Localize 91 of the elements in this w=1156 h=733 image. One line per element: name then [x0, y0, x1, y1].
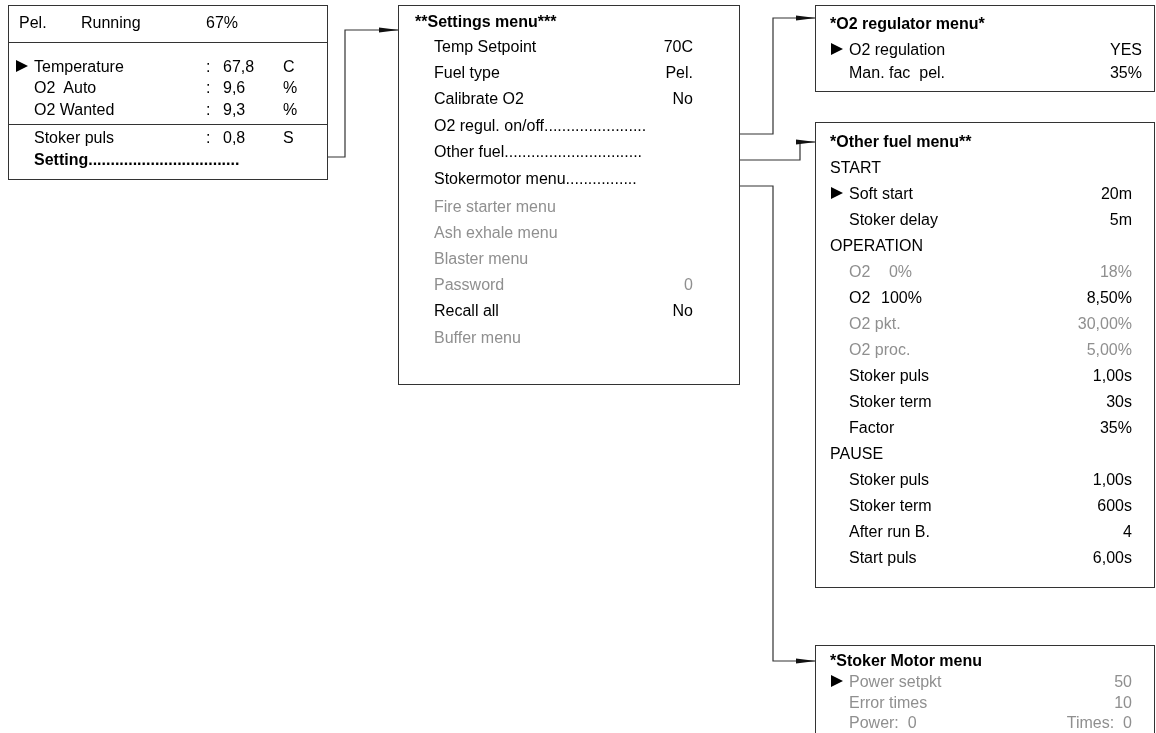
menu-item-value: S [283, 127, 294, 147]
menu-item-value: 0 [684, 274, 693, 294]
menu-item-value: 70C [663, 36, 693, 56]
menu-item-label: Fire starter menu [434, 196, 556, 216]
menu-box [815, 645, 1155, 733]
menu-item-value: 1,00s [1092, 469, 1132, 489]
menu-item-label: O2 proc. [849, 339, 911, 359]
section-heading: OPERATION [830, 235, 924, 255]
menu-item-value: 5,00% [1086, 339, 1132, 359]
menu-item-value: 30s [1106, 391, 1132, 411]
menu-box [815, 122, 1155, 588]
menu-item-label: After run B. [849, 521, 930, 541]
menu-item-label: O2 pkt. [849, 313, 901, 333]
separator-colon: : [206, 127, 211, 147]
menu-item-label: O2 regulation [849, 39, 946, 59]
menu-item-value: 20m [1100, 183, 1132, 203]
menu-item-label: Factor [849, 417, 895, 437]
menu-item-value: No [672, 300, 693, 320]
connector-arrow [739, 15, 816, 135]
connector-arrow [327, 27, 399, 158]
menu-item-value: 600s [1097, 495, 1132, 515]
status-text: 67% [206, 12, 239, 32]
menu-item-label: Stoker term [849, 495, 932, 515]
menu-item-value: 8,50% [1086, 287, 1132, 307]
menu-title: *O2 regulator menu* [830, 13, 985, 33]
menu-link: Other fuel............................... [434, 141, 643, 161]
menu-item-label: Calibrate O2 [434, 88, 524, 108]
menu-item-value: 9,3 [223, 99, 246, 119]
menu-item-value: % [283, 99, 298, 119]
menu-item-value: 6,00s [1092, 547, 1132, 567]
menu-item-label: Password [434, 274, 505, 294]
menu-item-label: Stoker term [849, 391, 932, 411]
menu-item-label: O2 Wanted [34, 99, 115, 119]
section-heading: START [830, 157, 881, 177]
menu-link: O2 regul. on/off....................... [434, 115, 647, 135]
menu-item-value: 4 [1123, 521, 1132, 541]
connector-arrow [739, 139, 816, 161]
menu-item-label: Stoker puls [849, 469, 930, 489]
menu-item-label: Error times [849, 692, 928, 712]
menu-item-label: Recall all [434, 300, 499, 320]
menu-item-value: 50 [1114, 671, 1132, 691]
status-text: Pel. [19, 12, 47, 32]
menu-item-label: Buffer menu [434, 327, 521, 347]
menu-link: Stokermotor menu................ [434, 168, 637, 188]
menu-item-label: Stoker delay [849, 209, 938, 229]
status-text: Power: 0 [849, 712, 917, 732]
status-text: Running [81, 12, 141, 32]
separator-colon: : [206, 56, 211, 76]
menu-item-label: O2 [849, 287, 871, 307]
menu-item-label: Power setpkt [849, 671, 942, 691]
menu-item-label: Man. fac pel. [849, 62, 946, 82]
menu-item-value: 35% [1099, 417, 1132, 437]
menu-item-value: 9,6 [223, 77, 246, 97]
menu-item-label: Ash exhale menu [434, 222, 558, 242]
separator-colon: : [206, 99, 211, 119]
menu-link: Setting.................................. [34, 149, 240, 169]
menu-item-value: 18% [1099, 261, 1132, 281]
menu-item-label: 0% [888, 261, 912, 281]
menu-box [815, 5, 1155, 92]
menu-item-value: 5m [1109, 209, 1132, 229]
menu-item-value: 10 [1114, 692, 1132, 712]
menu-item-value: 35% [1109, 62, 1142, 82]
menu-item-value: % [283, 77, 298, 97]
menu-title: *Other fuel menu** [830, 131, 972, 151]
menu-item-value: 1,00s [1092, 365, 1132, 385]
status-text: Times: 0 [1066, 712, 1132, 732]
menu-item-label: Stoker puls [849, 365, 930, 385]
display-screen-box [8, 5, 328, 180]
section-heading: PAUSE [830, 443, 884, 463]
menu-item-value: C [283, 56, 295, 76]
menu-item-label: Stoker puls [34, 127, 115, 147]
menu-item-value: YES [1110, 39, 1142, 59]
menu-item-value: 0,8 [223, 127, 246, 147]
menu-item-label: Temp Setpoint [434, 36, 537, 56]
separator-colon: : [206, 77, 211, 97]
menu-item-label: Blaster menu [434, 248, 529, 268]
menu-item-value: Pel. [665, 62, 693, 82]
menu-title: **Settings menu*** [415, 11, 557, 31]
menu-box [398, 5, 740, 385]
menu-title: *Stoker Motor menu [830, 650, 982, 670]
menu-item-label: 100% [881, 287, 922, 307]
menu-item-label: O2 [849, 261, 871, 281]
menu-item-value: 67,8 [223, 56, 255, 76]
menu-item-value: 30,00% [1077, 313, 1132, 333]
menu-item-label: Soft start [849, 183, 914, 203]
menu-item-label: O2 Auto [34, 77, 97, 97]
menu-item-label: Fuel type [434, 62, 500, 82]
menu-item-value: No [672, 88, 693, 108]
menu-item-label: Temperature [34, 56, 124, 76]
connector-arrow [739, 185, 816, 664]
menu-item-label: Start puls [849, 547, 917, 567]
